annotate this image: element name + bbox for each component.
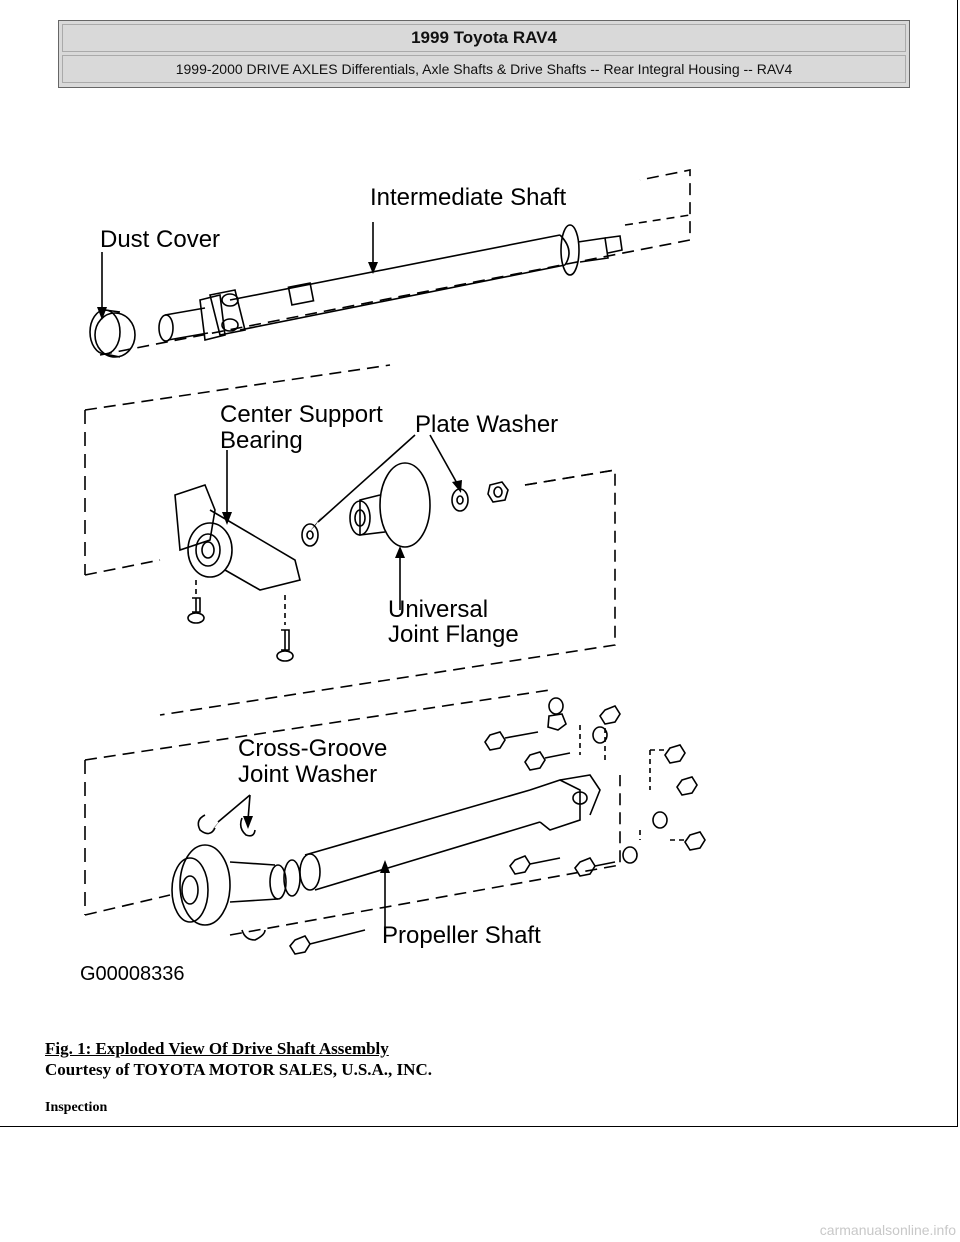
label-propeller-shaft: Propeller Shaft — [382, 922, 541, 949]
label-dust-cover: Dust Cover — [100, 226, 220, 253]
caption-title: Fig. 1: Exploded View Of Drive Shaft Ass… — [45, 1039, 389, 1058]
label-universal-line1: Universal — [388, 596, 488, 623]
site-watermark: carmanualsonline.info — [819, 1222, 956, 1238]
label-cross-groove-line1: Cross-Groove — [238, 735, 387, 762]
label-intermediate-shaft: Intermediate Shaft — [370, 184, 566, 211]
label-center-support-line2: Bearing — [220, 427, 303, 454]
label-universal-line2: Joint Flange — [388, 621, 519, 648]
figure-caption: Fig. 1: Exploded View Of Drive Shaft Ass… — [45, 1038, 432, 1080]
section-heading-inspection: Inspection — [45, 1100, 108, 1115]
label-cross-groove-line2: Joint Washer — [238, 761, 377, 788]
document-subtitle: 1999-2000 DRIVE AXLES Differentials, Axl… — [62, 55, 906, 83]
document-title: 1999 Toyota RAV4 — [62, 24, 906, 52]
document-header: 1999 Toyota RAV4 1999-2000 DRIVE AXLES D… — [58, 20, 910, 88]
label-plate-washer: Plate Washer — [415, 411, 558, 438]
figure-code: G00008336 — [80, 963, 185, 985]
caption-credit: Courtesy of TOYOTA MOTOR SALES, U.S.A., … — [45, 1060, 432, 1079]
label-center-support-line1: Center Support — [220, 401, 383, 428]
page-frame — [0, 0, 958, 1127]
exploded-view-diagram: Intermediate Shaft Dust Cover Center Sup… — [80, 169, 706, 985]
